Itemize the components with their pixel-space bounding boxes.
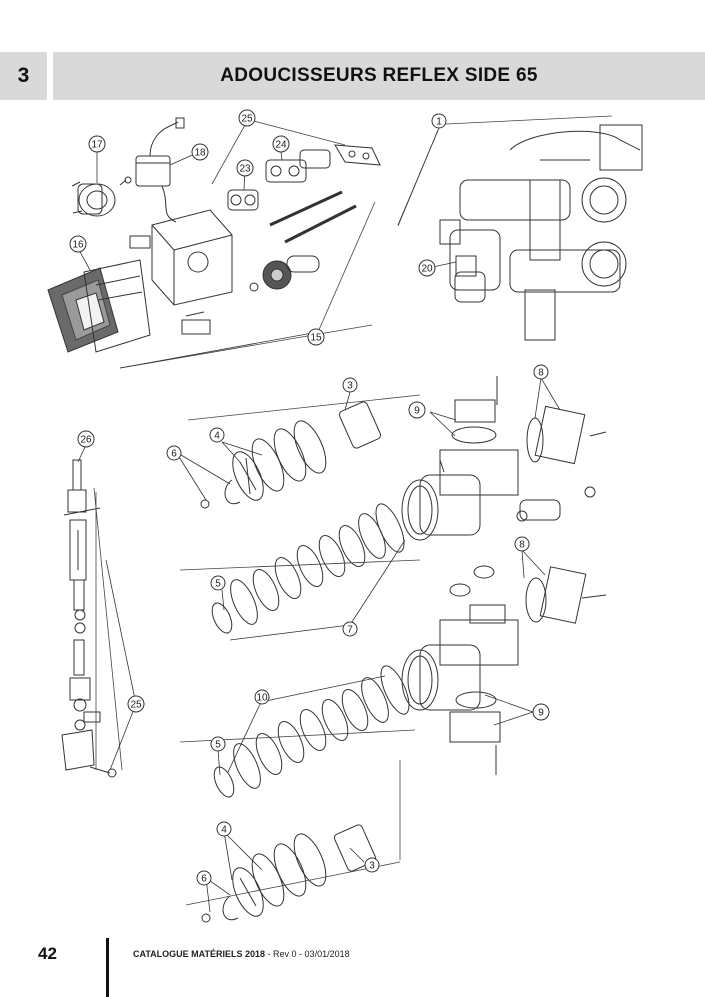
valve-body-drawing [439,124,643,341]
svg-text:25: 25 [241,114,253,125]
lower-tee-assembly-drawing [213,604,519,798]
callout-20: 20 [418,259,436,277]
footer-caption: CATALOGUE MATÉRIELS 2018 - Rev 0 - 03/01… [133,949,350,959]
svg-text:4: 4 [221,825,227,836]
svg-text:3: 3 [369,861,375,872]
callout-labels: 1 25 17 18 24 23 16 20 15 3 8 9 4 26 6 8… [69,109,550,886]
callout-18: 18 [191,143,209,161]
callout-17: 17 [88,135,106,153]
svg-text:25: 25 [130,700,142,711]
svg-text:6: 6 [171,449,177,460]
revision-info: - Rev 0 - 03/01/2018 [267,949,350,959]
callout-4-top: 4 [209,427,225,443]
page-number: 42 [38,944,57,963]
callout-10-top: 9 [408,401,426,419]
svg-text:17: 17 [91,140,103,151]
callout-25: 25 [127,695,145,713]
callout-9-top: 8 [533,364,549,380]
svg-text:8: 8 [538,368,544,379]
callout-7: 7 [342,621,358,637]
distributor-column-drawing [61,459,117,778]
svg-text:10: 10 [256,693,268,704]
upper-tee-assembly-drawing [211,376,607,634]
svg-text:9: 9 [538,708,544,719]
svg-text:23: 23 [239,164,251,175]
svg-text:3: 3 [347,381,353,392]
callout-24: 25 [238,109,256,127]
svg-text:15: 15 [310,333,322,344]
svg-text:4: 4 [214,431,220,442]
controller-assembly-drawing [47,117,381,353]
svg-text:6: 6 [201,874,207,885]
callout-9-mid: 8 [514,536,530,552]
callout-16: 16 [69,235,87,253]
lower-cylinder-drawing [201,824,377,923]
callout-5-top: 5 [210,575,226,591]
upper-cylinder-drawing [200,401,382,509]
catalogue-name: CATALOGUE MATÉRIELS 2018 [133,949,266,959]
svg-text:5: 5 [215,740,221,751]
svg-text:7: 7 [347,625,353,636]
svg-text:8: 8 [519,540,525,551]
section-number: 3 [0,52,47,100]
callout-3-bottom: 3 [364,857,380,873]
footer-divider [106,938,109,997]
svg-text:5: 5 [215,579,221,590]
callout-3-top: 3 [342,377,358,393]
callout-6-top: 6 [166,445,182,461]
callout-8: 10 [254,689,270,705]
page-title: ADOUCISSEURS REFLEX SIDE 65 [53,52,705,100]
callout-22: 23 [236,159,254,177]
callout-26: 26 [77,430,95,448]
callout-4-bottom: 4 [216,821,232,837]
callout-1: 1 [431,113,447,129]
svg-text:26: 26 [80,435,92,446]
callout-15: 15 [307,328,325,346]
callout-6-bottom: 6 [196,870,212,886]
callout-10-bottom: 9 [532,703,550,721]
svg-text:16: 16 [72,240,84,251]
svg-text:1: 1 [436,117,442,128]
svg-text:20: 20 [421,264,433,275]
svg-text:24: 24 [275,140,287,151]
callout-23: 24 [272,135,290,153]
svg-text:9: 9 [414,406,420,417]
svg-text:18: 18 [194,148,206,159]
callout-5-bottom: 5 [210,736,226,752]
leader-lines [93,115,613,906]
